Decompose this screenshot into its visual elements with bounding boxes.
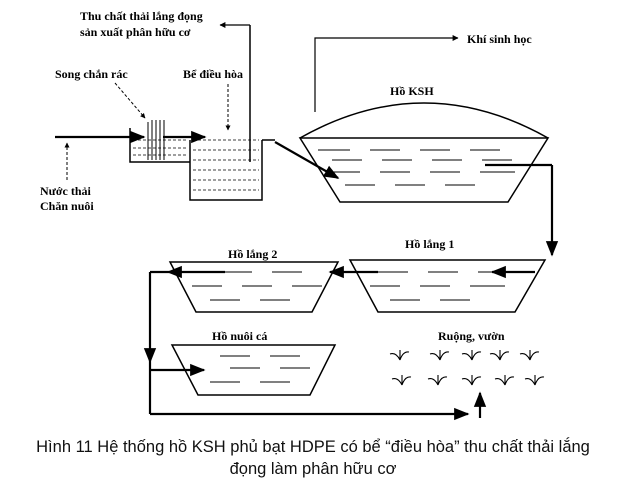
screen-chamber <box>129 128 190 163</box>
equalization-water <box>193 139 259 191</box>
caption-line-2: đọng làm phân hữu cơ <box>229 460 397 478</box>
label-screen: Song chắn rác <box>55 67 128 81</box>
fish-pond <box>170 344 337 396</box>
label-fields: Ruộng, vườn <box>438 329 505 343</box>
screen-pointer <box>114 82 146 119</box>
equalization-tank <box>189 140 263 201</box>
label-livestock: Chăn nuôi <box>40 199 94 213</box>
tank-to-digester-arrow <box>274 141 340 179</box>
label-organic-fertilizer: sản xuất phân hữu cơ <box>80 25 191 39</box>
caption-line-1: Hình 11 Hệ thống hồ KSH phủ bạt HDPE có … <box>36 438 590 456</box>
label-wastewater: Nước thải <box>40 184 92 198</box>
label-collect-sediment: Thu chất thải lắng đọng <box>80 9 203 23</box>
label-settling-1: Hồ lắng 1 <box>405 237 454 251</box>
label-digester: Hồ KSH <box>390 84 434 98</box>
label-equalization-tank: Bể điều hòa <box>183 67 243 81</box>
settling-2-water <box>192 271 322 301</box>
fish-pond-water <box>210 355 310 383</box>
label-biogas: Khí sinh học <box>467 32 532 46</box>
figure-caption: Hình 11 Hệ thống hồ KSH phủ bạt HDPE có … <box>0 436 626 480</box>
screen-water <box>133 139 188 156</box>
biogas-system-diagram: Thu chất thải lắng đọng sản xuất phân hữ… <box>40 9 559 421</box>
settling-pond-1 <box>348 259 547 313</box>
label-settling-2: Hồ lắng 2 <box>228 247 277 261</box>
label-fish-pond: Hồ nuôi cá <box>212 329 267 343</box>
hdpe-cover <box>299 102 549 139</box>
settling-1-water <box>370 271 508 301</box>
settling-pond-2 <box>168 261 340 313</box>
digester-water <box>318 149 515 186</box>
biogas-pipe <box>314 35 459 112</box>
plant-icons <box>389 350 545 386</box>
digester-pond <box>298 137 550 203</box>
